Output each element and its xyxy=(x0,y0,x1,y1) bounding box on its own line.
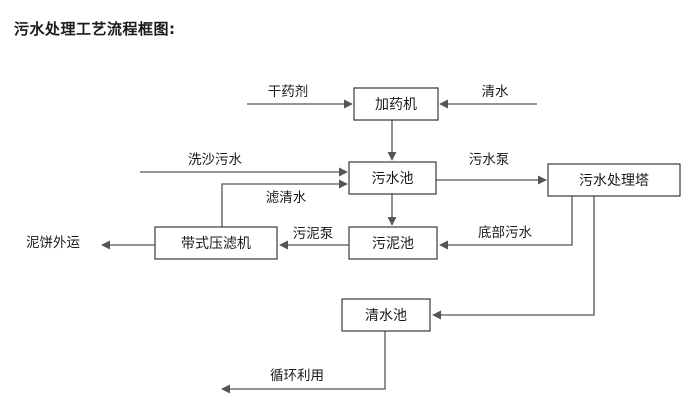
node-dosing-machine[interactable]: 加药机 xyxy=(353,87,439,121)
node-sewage-pool-label: 污水池 xyxy=(372,171,414,187)
edge-sewage-pump: 污水泵 xyxy=(436,152,547,185)
node-sewage-pool-box[interactable] xyxy=(348,161,437,195)
node-treatment-tower-label: 污水处理塔 xyxy=(579,173,649,189)
edge-label-filtrate-water: 滤清水 xyxy=(266,190,307,206)
node-sludge-pool-label: 污泥池 xyxy=(372,236,414,252)
node-clear-water-pool-label: 清水池 xyxy=(365,308,407,324)
edge-label-dry-chemical: 干药剂 xyxy=(268,84,309,100)
node-belt-press-label: 带式压滤机 xyxy=(181,236,251,252)
edge-label-sand-wash-water: 洗沙污水 xyxy=(188,152,242,168)
edge-label-mud-cake-out: 泥饼外运 xyxy=(26,235,80,251)
edge-bottom-sewage: 底部污水 xyxy=(439,196,573,250)
edge-sand-wash-water: 洗沙污水 xyxy=(140,152,348,177)
edge-label-clean-water: 清水 xyxy=(482,84,509,100)
node-dosing-machine-label: 加药机 xyxy=(375,97,417,113)
node-clear-water-pool-box[interactable] xyxy=(341,298,431,332)
node-sludge-pool-box[interactable] xyxy=(348,226,438,260)
node-sewage-pool[interactable]: 污水池 xyxy=(348,161,437,195)
node-sludge-pool[interactable]: 污泥池 xyxy=(348,226,438,260)
node-dosing-machine-box[interactable] xyxy=(353,87,439,121)
edge-sludge-pump: 污泥泵 xyxy=(279,226,349,250)
node-belt-press[interactable]: 带式压滤机 xyxy=(154,226,278,260)
node-clear-water-pool[interactable]: 清水池 xyxy=(341,298,431,332)
edge-bottom-sewage-line xyxy=(439,196,573,250)
node-treatment-tower[interactable]: 污水处理塔 xyxy=(547,163,681,197)
edge-filtrate-water: 滤清水 xyxy=(221,179,348,227)
edge-clean-water: 清水 xyxy=(439,84,537,109)
edge-label-sludge-pump: 污泥泵 xyxy=(293,226,334,242)
edge-label-sewage-pump: 污水泵 xyxy=(469,152,510,168)
edge-tower-to-clear-water-pool xyxy=(432,196,595,320)
edge-label-recycle-reuse: 循环利用 xyxy=(270,368,324,384)
page-title: 污水处理工艺流程框图: xyxy=(14,20,176,38)
edge-recycle-reuse: 循环利用 xyxy=(221,331,386,394)
edge-dry-chemical: 干药剂 xyxy=(247,84,353,109)
node-belt-press-box[interactable] xyxy=(154,226,278,260)
edge-filtrate-water-line xyxy=(221,179,348,227)
edge-tower-to-clear-water-pool-line xyxy=(432,196,595,320)
edge-label-bottom-sewage: 底部污水 xyxy=(478,225,532,241)
edge-recycle-reuse-line xyxy=(221,331,386,394)
edge-mud-cake-out: 泥饼外运 xyxy=(26,235,155,251)
node-treatment-tower-box[interactable] xyxy=(547,163,681,197)
